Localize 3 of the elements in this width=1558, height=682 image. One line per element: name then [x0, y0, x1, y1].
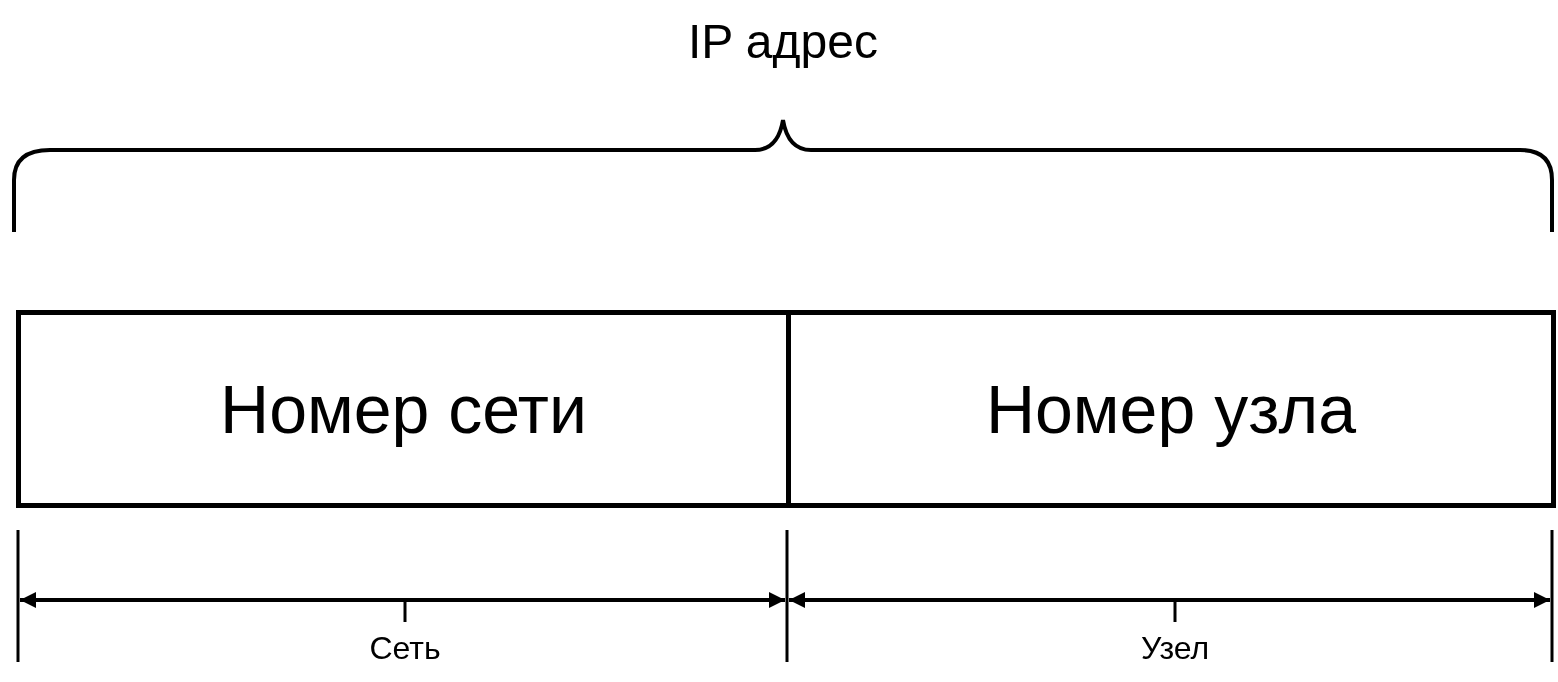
- field-box: [16, 310, 791, 508]
- title: IP адрес: [687, 18, 879, 66]
- field-box: [791, 310, 1556, 508]
